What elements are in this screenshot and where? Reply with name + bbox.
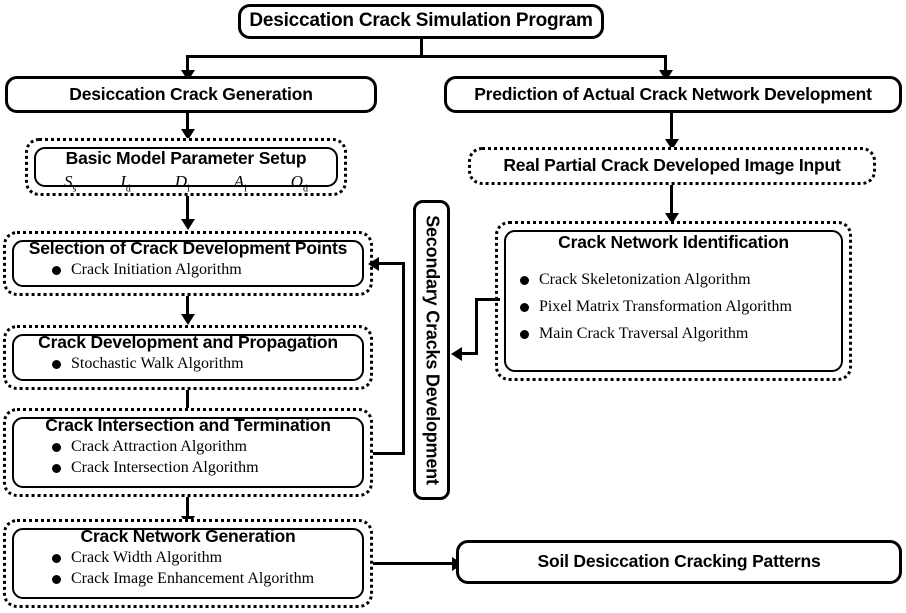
node-crack-development-and-propagation[interactable]: Crack Development and Propagation Stocha… bbox=[3, 325, 373, 390]
connector-feedback-a-top bbox=[378, 262, 405, 265]
list-item-label: Crack Attraction Algorithm bbox=[71, 438, 247, 456]
connector-split-bar bbox=[186, 55, 667, 58]
node-crack-network-generation[interactable]: Crack Network Generation Crack Width Alg… bbox=[3, 519, 373, 608]
arrowhead-to-left-branch bbox=[180, 70, 195, 81]
arrowhead-right-2 bbox=[664, 213, 679, 224]
connector-root-stem bbox=[419, 39, 423, 56]
param-A: Ai bbox=[233, 172, 247, 195]
connector-feedback-a-riser bbox=[402, 262, 405, 455]
bullet-icon bbox=[52, 574, 61, 584]
list-item: Crack Width Algorithm bbox=[52, 549, 314, 567]
arrowhead-left-2 bbox=[180, 219, 195, 230]
bullet-icon bbox=[520, 302, 529, 312]
bullet-icon bbox=[52, 442, 61, 452]
bullet-icon bbox=[52, 359, 61, 369]
arrowhead-feedback-b bbox=[451, 346, 462, 361]
node-crack-intersection-and-termination[interactable]: Crack Intersection and Termination Crack… bbox=[3, 408, 373, 497]
node-soil-desiccation-cracking-patterns-label: Soil Desiccation Cracking Patterns bbox=[537, 551, 821, 572]
connector-right-1 bbox=[670, 113, 673, 140]
algorithm-list: Crack Attraction Algorithm Crack Interse… bbox=[52, 435, 259, 480]
inner-frame bbox=[12, 334, 364, 381]
connector-feedback-a-bottom bbox=[373, 452, 405, 455]
list-item: Pixel Matrix Transformation Algorithm bbox=[520, 298, 792, 316]
arrowhead-to-right-branch bbox=[658, 70, 673, 81]
list-item: Stochastic Walk Algorithm bbox=[52, 355, 244, 373]
bullet-icon bbox=[52, 553, 61, 563]
connector-left-5 bbox=[186, 497, 189, 517]
param-S: Ss bbox=[63, 172, 77, 195]
list-item-label: Stochastic Walk Algorithm bbox=[71, 355, 244, 373]
list-item-label: Crack Initiation Algorithm bbox=[71, 261, 242, 279]
arrowhead-feedback-a bbox=[368, 256, 379, 271]
list-item: Crack Skeletonization Algorithm bbox=[520, 271, 792, 289]
connector-split-right bbox=[664, 55, 667, 71]
list-item: Main Crack Traversal Algorithm bbox=[520, 325, 792, 343]
node-selection-of-crack-development-points[interactable]: Selection of Crack Development Points Cr… bbox=[3, 231, 373, 296]
node-crack-network-identification-label: Crack Network Identification bbox=[558, 232, 789, 252]
connector-split-left bbox=[186, 55, 189, 71]
node-branch-right[interactable]: Prediction of Actual Crack Network Devel… bbox=[444, 76, 902, 113]
inner-frame bbox=[12, 417, 364, 488]
bullet-icon bbox=[52, 463, 61, 473]
connector-feedback-b-top bbox=[475, 298, 500, 301]
node-crack-network-generation-label: Crack Network Generation bbox=[80, 526, 296, 546]
node-real-partial-crack-developed-image-input-label: Real Partial Crack Developed Image Input bbox=[503, 155, 841, 176]
connector-feedback-b-riser bbox=[475, 298, 478, 355]
connector-output bbox=[373, 562, 455, 565]
connector-feedback-b-bottom bbox=[462, 352, 478, 355]
param-D: Di bbox=[174, 172, 190, 195]
list-item: Crack Intersection Algorithm bbox=[52, 459, 259, 477]
connector-left-4 bbox=[186, 390, 189, 409]
node-crack-development-and-propagation-label: Crack Development and Propagation bbox=[38, 332, 338, 352]
algorithm-list: Stochastic Walk Algorithm bbox=[52, 352, 244, 376]
parameter-symbol-row: Ss Id Di Ai Od bbox=[28, 172, 344, 194]
node-soil-desiccation-cracking-patterns[interactable]: Soil Desiccation Cracking Patterns bbox=[456, 540, 902, 584]
inner-frame bbox=[34, 147, 338, 187]
list-item-label: Main Crack Traversal Algorithm bbox=[539, 325, 749, 343]
list-item: Crack Attraction Algorithm bbox=[52, 438, 259, 456]
node-crack-intersection-and-termination-label: Crack Intersection and Termination bbox=[45, 415, 331, 435]
algorithm-list: Crack Initiation Algorithm bbox=[52, 258, 242, 282]
bullet-icon bbox=[52, 265, 61, 275]
bullet-icon bbox=[520, 275, 529, 285]
param-O: Od bbox=[290, 172, 309, 195]
node-selection-of-crack-development-points-label: Selection of Crack Development Points bbox=[28, 238, 348, 258]
connector-left-2 bbox=[186, 196, 189, 220]
list-item-label: Crack Skeletonization Algorithm bbox=[539, 271, 751, 289]
inner-frame bbox=[504, 230, 843, 372]
arrowhead-left-1 bbox=[180, 129, 195, 140]
connector-right-2 bbox=[670, 185, 673, 214]
arrowhead-right-1 bbox=[664, 139, 679, 150]
algorithm-list: Crack Width Algorithm Crack Image Enhanc… bbox=[52, 546, 314, 591]
list-item-label: Crack Intersection Algorithm bbox=[71, 459, 259, 477]
node-root-label: Desiccation Crack Simulation Program bbox=[249, 10, 593, 32]
node-branch-right-label: Prediction of Actual Crack Network Devel… bbox=[474, 83, 872, 104]
param-I: Id bbox=[120, 172, 131, 195]
connector-left-1 bbox=[186, 113, 189, 130]
arrowhead-left-3 bbox=[180, 314, 195, 325]
node-basic-model-parameter-setup-label: Basic Model Parameter Setup bbox=[65, 148, 307, 168]
inner-frame bbox=[12, 528, 364, 599]
node-secondary-cracks-development[interactable]: Secondary Cracks Development bbox=[413, 200, 450, 500]
node-real-partial-crack-developed-image-input[interactable]: Real Partial Crack Developed Image Input bbox=[468, 147, 876, 185]
list-item-label: Pixel Matrix Transformation Algorithm bbox=[539, 298, 792, 316]
list-item: Crack Initiation Algorithm bbox=[52, 261, 242, 279]
node-branch-left-label: Desiccation Crack Generation bbox=[69, 83, 313, 104]
list-item-label: Crack Image Enhancement Algorithm bbox=[71, 570, 315, 588]
list-item: Crack Image Enhancement Algorithm bbox=[52, 570, 314, 588]
inner-frame bbox=[12, 240, 364, 287]
node-basic-model-parameter-setup[interactable]: Basic Model Parameter Setup Ss Id Di Ai Od bbox=[25, 138, 347, 196]
node-secondary-cracks-development-label: Secondary Cracks Development bbox=[422, 215, 442, 485]
node-root[interactable]: Desiccation Crack Simulation Program bbox=[238, 4, 604, 39]
connector-left-3 bbox=[186, 296, 189, 315]
bullet-icon bbox=[520, 329, 529, 339]
list-item-label: Crack Width Algorithm bbox=[71, 549, 223, 567]
algorithm-list: Crack Skeletonization Algorithm Pixel Ma… bbox=[520, 262, 792, 352]
node-branch-left[interactable]: Desiccation Crack Generation bbox=[5, 76, 377, 113]
node-crack-network-identification[interactable]: Crack Network Identification Crack Skele… bbox=[495, 221, 852, 381]
